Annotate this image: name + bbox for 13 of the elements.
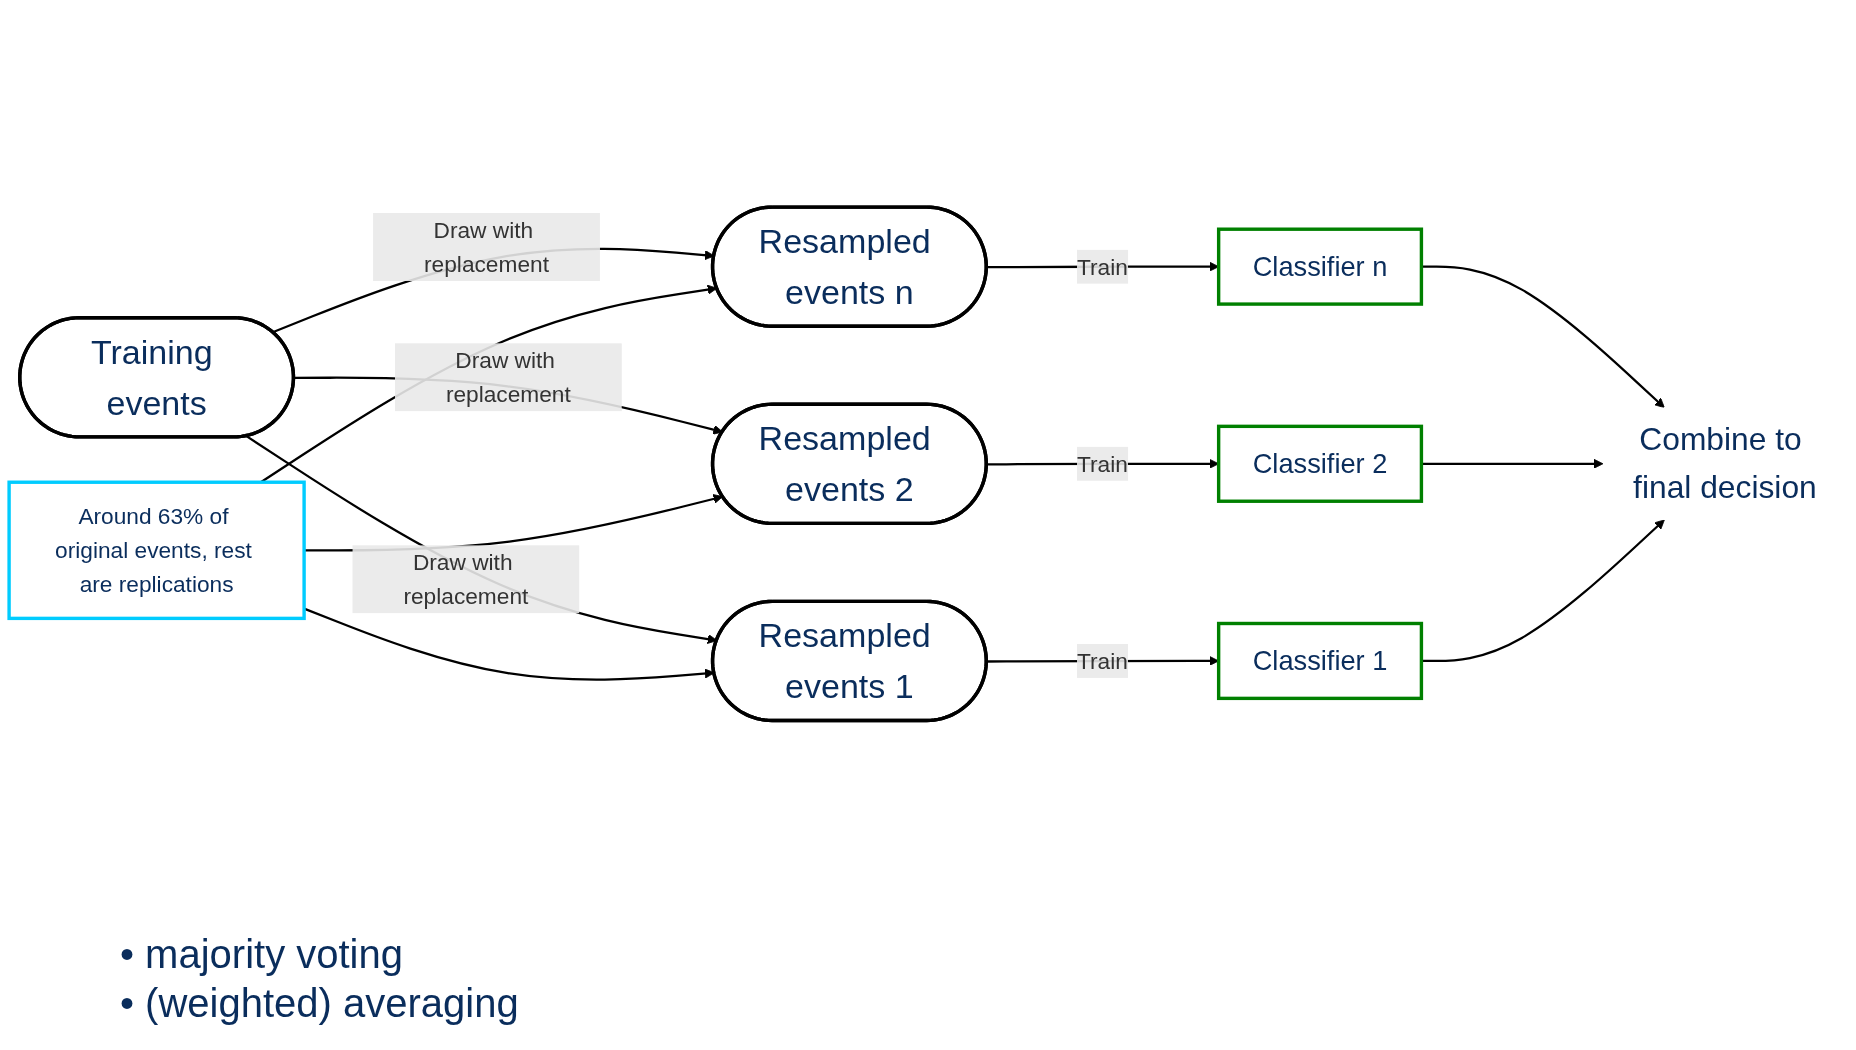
bullet-note: • (weighted) averaging <box>120 981 519 1026</box>
edge-label: Draw with replacement <box>445 347 571 407</box>
bullet-note: • majority voting <box>120 932 404 977</box>
node-box: Classifier 1 <box>1216 622 1424 701</box>
node-box: Classifier 2 <box>1216 424 1424 504</box>
edge-label: Train <box>1077 451 1128 477</box>
edge-label: Draw with replacement <box>424 217 549 277</box>
edge-label: Train <box>1077 254 1128 280</box>
node-box: Classifier n <box>1216 227 1424 306</box>
node-text: Combine to final decision <box>1633 422 1817 505</box>
edge-label: Draw with replacement <box>403 550 529 610</box>
edge-label: Train <box>1077 648 1128 674</box>
node-box: Around 63% of original events, rest are replications <box>7 480 306 621</box>
